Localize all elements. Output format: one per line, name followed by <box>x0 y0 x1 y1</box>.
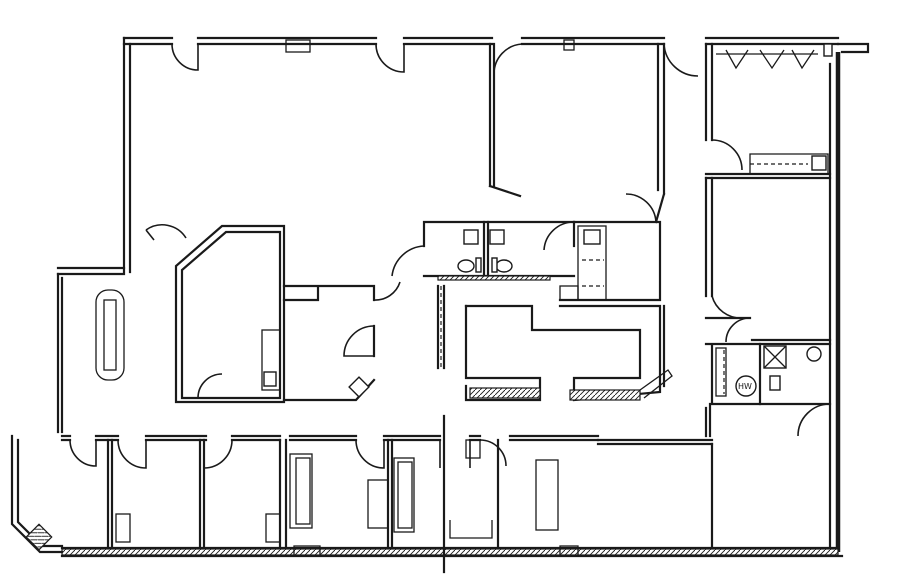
center-left-office <box>145 224 286 404</box>
water-heater-label: HW <box>738 382 752 391</box>
right-column-rooms: HW <box>596 42 833 550</box>
left-wing <box>95 289 125 381</box>
restroom-core <box>391 220 576 281</box>
reception-desk <box>436 284 673 402</box>
kitchenette <box>558 193 662 302</box>
closet-and-office <box>282 281 401 402</box>
top-offices <box>171 39 699 224</box>
exterior-walls <box>10 36 870 558</box>
corridor-walls <box>60 434 600 442</box>
bottom-offices <box>69 414 559 574</box>
